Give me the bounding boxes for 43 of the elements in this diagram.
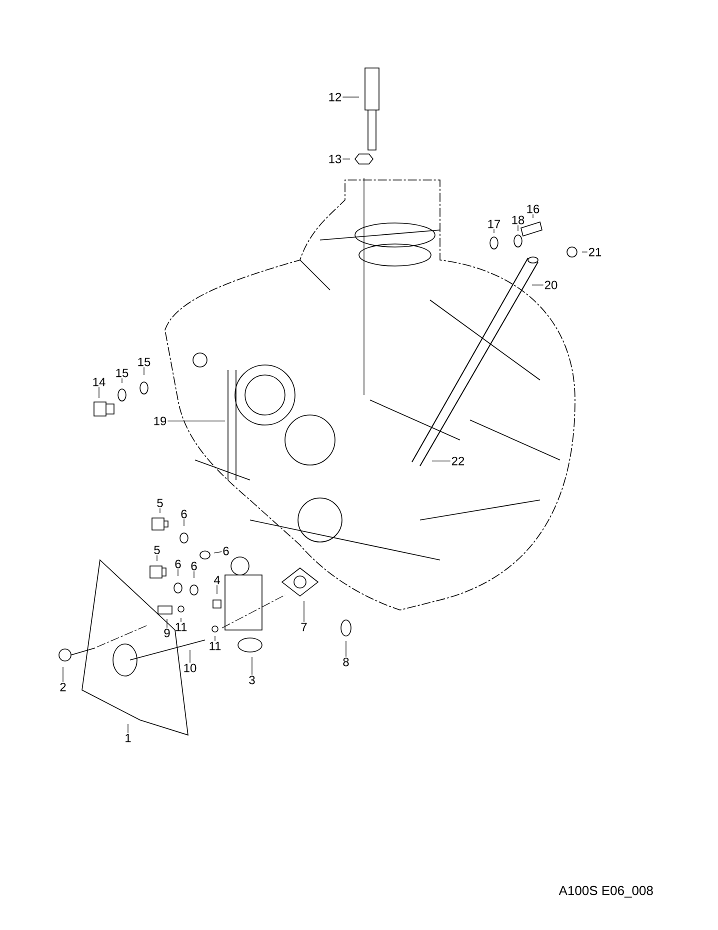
callout-number: 9 [164, 628, 170, 638]
leader-line [432, 460, 451, 462]
leader-line [62, 666, 64, 682]
callout-number: 21 [588, 248, 602, 256]
callout-number: 6 [223, 546, 229, 556]
leader-line [342, 96, 360, 98]
drawing-code: A100S E06_008 [558, 886, 653, 898]
leader-line [214, 636, 216, 642]
callout-number: 2 [60, 682, 66, 692]
callout-number: 7 [301, 622, 307, 632]
callout-number: 6 [191, 562, 197, 570]
callout-number: 14 [93, 378, 106, 386]
leader-line [180, 618, 182, 622]
callout-number: 19 [154, 416, 166, 426]
callout-number: 22 [452, 456, 464, 466]
callout-number: 4 [214, 576, 220, 584]
callout-number: 15 [116, 368, 128, 378]
callout-number: 11 [176, 622, 187, 632]
callout-number: 5 [154, 546, 160, 554]
callout-number: 8 [343, 658, 349, 666]
callout-number: 17 [488, 220, 500, 228]
callout-number: 1 [126, 734, 131, 742]
callout-number: 12 [329, 92, 342, 102]
callout-number: 5 [157, 498, 163, 508]
leader-line [156, 554, 158, 562]
callout-number: 20 [544, 280, 558, 290]
leader-line [98, 386, 100, 398]
callout-number: 10 [184, 664, 196, 672]
leader-line [342, 158, 350, 160]
leader-line [532, 214, 534, 218]
callout-number: 3 [249, 676, 255, 684]
callout-number: 6 [175, 560, 181, 568]
leader-line [532, 284, 544, 286]
callout-number: 16 [527, 204, 540, 214]
leader-line [167, 420, 226, 422]
callout-number: 15 [138, 358, 150, 366]
leader-line [216, 584, 218, 594]
callout-number: 11 [210, 642, 221, 650]
leader-line [214, 551, 222, 554]
callout-number: 18 [512, 216, 524, 224]
leader-line [166, 618, 168, 628]
callout-number: 6 [181, 510, 187, 518]
callout-number: 13 [329, 154, 342, 164]
